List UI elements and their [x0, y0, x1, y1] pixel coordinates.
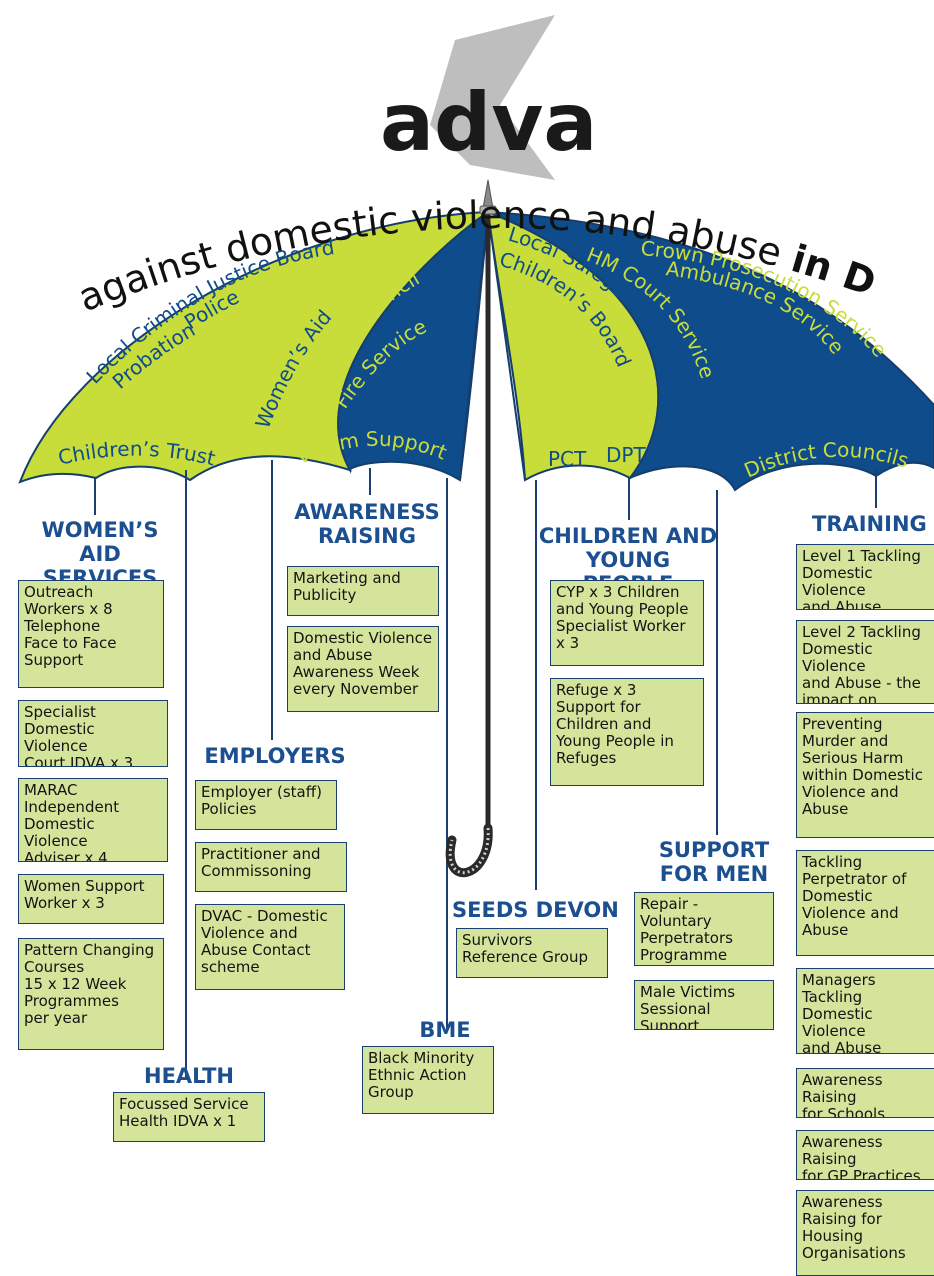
bme-item-1: Black Minority Ethnic Action Group: [362, 1046, 494, 1114]
employers-item-3: DVAC - Domestic Violence and Abuse Conta…: [195, 904, 345, 990]
womens-aid-item-1: Outreach Workers x 8 Telephone Face to F…: [18, 580, 164, 688]
awareness-item-2: Domestic Violence and Abuse Awareness We…: [287, 626, 439, 712]
training-item-3: Preventing Murder and Serious Harm withi…: [796, 712, 934, 838]
womens-aid-item-2: Specialist Domestic Violence Court IDVA …: [18, 700, 168, 767]
training-item-2: Level 2 Tackling Domestic Violence and A…: [796, 620, 934, 704]
womens-aid-item-4: Women Support Worker x 3: [18, 874, 164, 924]
training-item-8: Awareness Raising for Housing Organisati…: [796, 1190, 934, 1276]
womens-aid-item-3: MARAC Independent Domestic Violence Advi…: [18, 778, 168, 862]
logo-text: adva: [380, 76, 597, 169]
cyp-item-1: CYP x 3 Children and Young People Specia…: [550, 580, 704, 666]
men-item-2: Male Victims Sessional Support: [634, 980, 774, 1030]
label-pct: PCT: [548, 447, 587, 471]
seeds-item-1: Survivors Reference Group: [456, 928, 608, 978]
health-item-1: Focussed Service Health IDVA x 1: [113, 1092, 265, 1142]
label-dpt: DPT: [606, 443, 646, 467]
training-heading: TRAINING: [812, 512, 927, 536]
training-item-4: Tackling Perpetrator of Domestic Violenc…: [796, 850, 934, 956]
training-item-5: Managers Tackling Domestic Violence and …: [796, 968, 934, 1054]
training-item-6: Awareness Raising for Schools: [796, 1068, 934, 1118]
bme-heading: BME: [419, 1018, 471, 1042]
training-item-1: Level 1 Tackling Domestic Violence and A…: [796, 544, 934, 610]
training-item-7: Awareness Raising for GP Practices: [796, 1130, 934, 1180]
seeds-heading: SEEDS DEVON: [452, 898, 619, 922]
men-item-1: Repair -Voluntary Perpetrators Programme: [634, 892, 774, 966]
awareness-heading: AWARENESS RAISING: [294, 500, 440, 548]
employers-item-1: Employer (staff) Policies: [195, 780, 337, 830]
womens-aid-item-5: Pattern Changing Courses 15 x 12 Week Pr…: [18, 938, 164, 1050]
employers-item-2: Practitioner and Commissoning: [195, 842, 347, 892]
health-heading: HEALTH: [144, 1064, 234, 1088]
logo-x-mark: [430, 15, 555, 180]
cyp-item-2: Refuge x 3 Support for Children and Youn…: [550, 678, 704, 786]
men-heading: SUPPORT FOR MEN: [658, 838, 770, 886]
awareness-item-1: Marketing and Publicity: [287, 566, 439, 616]
employers-heading: EMPLOYERS: [204, 744, 346, 768]
